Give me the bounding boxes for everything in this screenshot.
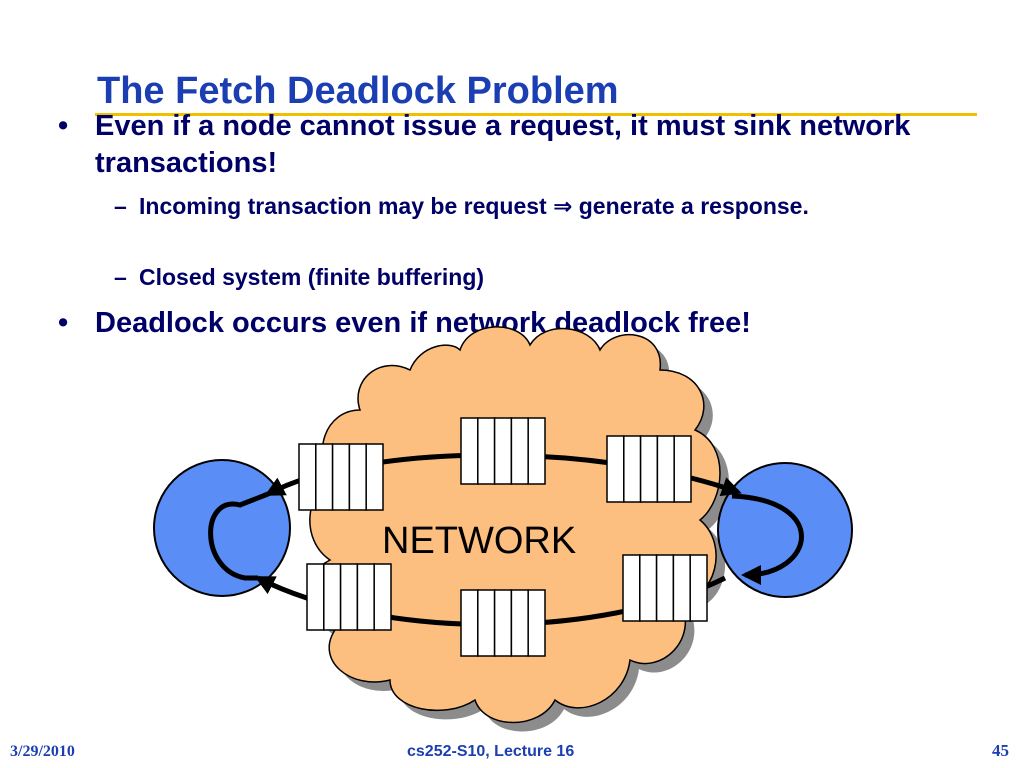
buffer-slot xyxy=(477,417,496,485)
bullet-2: • Deadlock occurs even if network deadlo… xyxy=(58,305,958,342)
buffer-slot xyxy=(373,563,392,631)
bullet-1: • Even if a node cannot issue a request,… xyxy=(58,108,938,182)
buffer-slot xyxy=(510,417,529,485)
buffer-slot xyxy=(689,554,708,622)
footer-page-number: 45 xyxy=(992,741,1009,760)
buffer-slot xyxy=(460,589,479,657)
bullet-2-text: Deadlock occurs even if network deadlock… xyxy=(95,307,751,339)
buffer-slot xyxy=(527,589,546,657)
buffer-slot xyxy=(493,417,513,485)
subbullet-1-text: Incoming transaction may be request ⇒ ge… xyxy=(139,193,809,219)
buffer-slot xyxy=(477,589,496,657)
buffer-slot xyxy=(510,589,529,657)
buffer-slot xyxy=(672,554,691,622)
buffer-slot xyxy=(493,589,513,657)
buffer-slot xyxy=(460,417,479,485)
buffer-slot xyxy=(339,563,359,631)
buffer-slot xyxy=(639,435,659,503)
buffer-slot xyxy=(623,435,642,503)
buffer-queue-top-right xyxy=(606,435,692,503)
buffer-slot xyxy=(622,554,641,622)
buffer-slot xyxy=(365,443,384,511)
bullet-marker: • xyxy=(58,110,69,142)
buffer-queue-bottom-left xyxy=(306,563,392,631)
slide-title: The Fetch Deadlock Problem xyxy=(97,70,619,112)
buffer-slot xyxy=(356,563,375,631)
network-label: NETWORK xyxy=(382,520,576,562)
subbullet-marker: – xyxy=(114,264,127,290)
right-node xyxy=(717,462,853,598)
title-underline xyxy=(95,113,977,116)
buffer-slot xyxy=(606,435,625,503)
subbullet-1: – Incoming transaction may be request ⇒ … xyxy=(114,191,874,222)
subbullet-marker: – xyxy=(114,193,127,219)
footer-date: 3/29/2010 xyxy=(10,743,75,760)
buffer-slot xyxy=(527,417,546,485)
buffer-slot xyxy=(315,443,334,511)
buffer-slot xyxy=(655,554,675,622)
buffer-queue-bottom-right xyxy=(622,554,708,622)
bullet-marker: • xyxy=(58,307,69,339)
buffer-slot xyxy=(306,563,325,631)
buffer-queue-bottom-middle xyxy=(460,589,546,657)
buffer-slot xyxy=(331,443,351,511)
subbullet-2-text: Closed system (finite buffering) xyxy=(139,264,485,290)
buffer-slot xyxy=(673,435,692,503)
buffer-slot xyxy=(323,563,342,631)
bullet-1-text: Even if a node cannot issue a request, i… xyxy=(95,110,911,179)
right-node-loop xyxy=(731,493,804,585)
buffer-slot xyxy=(639,554,658,622)
buffer-slot xyxy=(348,443,367,511)
buffer-queue-top-left xyxy=(298,443,384,511)
subbullet-2: – Closed system (finite buffering) xyxy=(114,262,874,293)
buffer-slot xyxy=(656,435,675,503)
buffer-slot xyxy=(298,443,317,511)
left-node xyxy=(153,459,291,597)
footer-course: cs252-S10, Lecture 16 xyxy=(407,743,575,760)
buffer-queue-top-middle xyxy=(460,417,546,485)
left-node-loop xyxy=(208,491,269,581)
